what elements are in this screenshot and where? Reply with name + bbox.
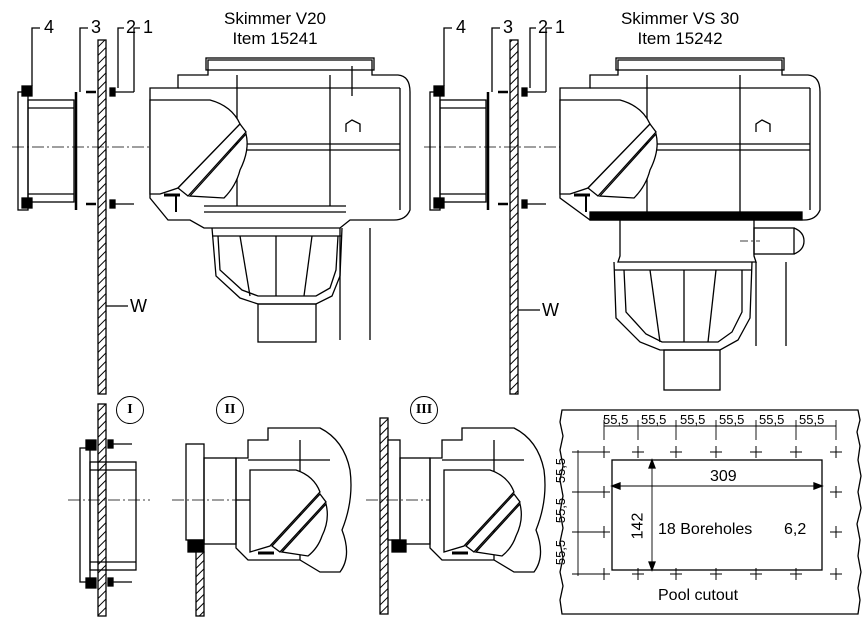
borehole-diameter: 6,2: [784, 521, 807, 538]
part-leaders: [31, 27, 552, 311]
cutout-width: 309: [710, 468, 737, 485]
step-2-drawing: [172, 427, 352, 617]
spacing-side-1: 55,5: [553, 457, 569, 484]
borehole-count: 18 Boreholes: [658, 521, 753, 538]
part-number-4: 4: [456, 17, 467, 37]
skimmer-v20-drawing: [12, 39, 411, 617]
part-number-2: 2: [538, 17, 549, 37]
wall-label: W: [130, 296, 147, 316]
pool-cutout-drawing: [559, 409, 862, 615]
cutout-height: 142: [629, 512, 647, 540]
skimmer-v20-item: Item 15241: [232, 29, 318, 48]
step-3-drawing: [366, 417, 546, 615]
pool-cutout-caption: Pool cutout: [658, 587, 739, 604]
wall-label: W: [542, 300, 559, 320]
part-number-3: 3: [503, 17, 514, 37]
spacing-top-2: 55,5: [641, 412, 667, 427]
spacing-side-2: 55,5: [553, 497, 569, 524]
skimmer-v20-title: Skimmer V20: [223, 9, 327, 28]
step-2-badge: II: [216, 396, 244, 424]
skimmer-vs30-title: Skimmer VS 30: [620, 9, 740, 28]
skimmer-vs30-item: Item 15242: [637, 29, 723, 48]
part-number-4: 4: [44, 17, 55, 37]
step-1-drawing: [68, 439, 150, 589]
part-number-1: 1: [555, 17, 566, 37]
skimmer-vs30-drawing: [424, 39, 821, 395]
step-3-badge: III: [410, 396, 438, 424]
spacing-top-4: 55,5: [719, 412, 745, 427]
spacing-top-6: 55,5: [799, 412, 825, 427]
spacing-side-3: 55,5: [553, 539, 569, 566]
part-number-2: 2: [126, 17, 137, 37]
part-number-3: 3: [91, 17, 102, 37]
part-number-1: 1: [143, 17, 154, 37]
spacing-top-5: 55,5: [759, 412, 785, 427]
spacing-top-3: 55,5: [680, 412, 706, 427]
step-1-badge: I: [116, 396, 144, 424]
spacing-top-1: 55,5: [603, 412, 629, 427]
